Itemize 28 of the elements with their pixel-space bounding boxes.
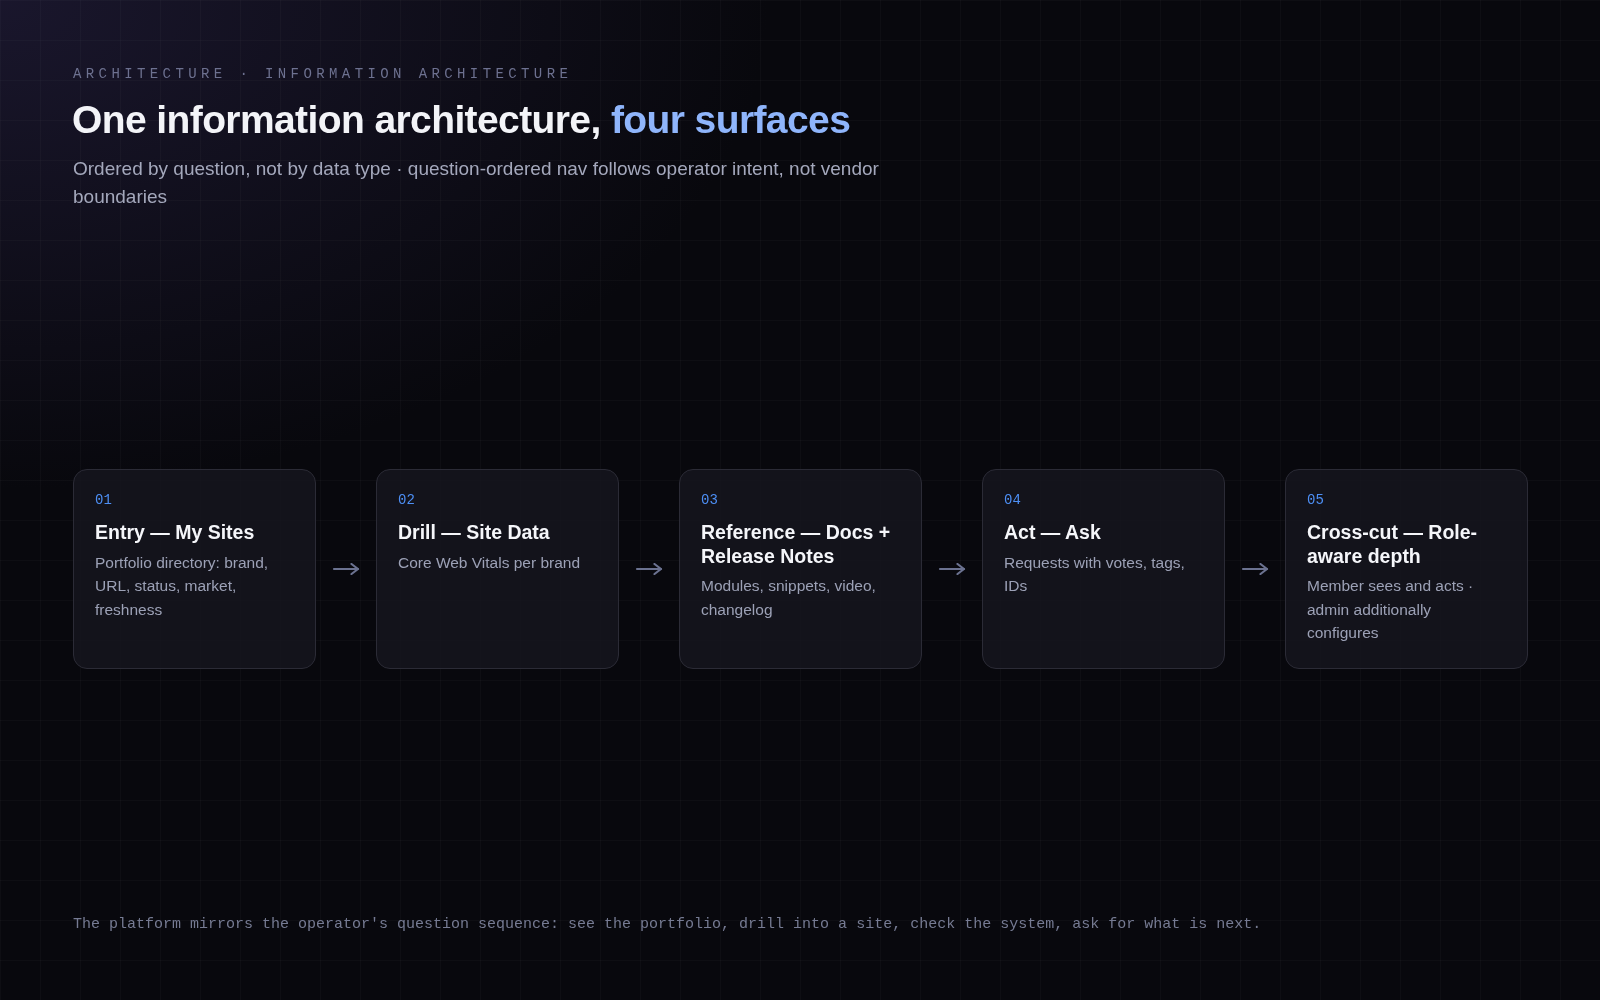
subtitle: Ordered by question, not by data type · question-ordered nav follows operator intent, not vendor boundaries [73, 157, 880, 209]
step-description: Requests with votes, tags, IDs [1004, 552, 1186, 596]
step-number: 03 [701, 491, 718, 509]
step-title: Entry — My Sites [95, 521, 256, 545]
diagram-title: One information architecture, four surfaces [72, 98, 851, 142]
step-description: Member sees and acts · admin additionally configures [1307, 576, 1475, 643]
step-title: Act — Ask [1004, 521, 1102, 545]
arrow [938, 562, 966, 576]
step-description: Portfolio directory: brand, URL, status, market, freshness [95, 552, 270, 620]
step-number: 01 [95, 491, 112, 509]
step-card [679, 469, 922, 669]
step-card [1285, 469, 1528, 669]
arrow [1241, 562, 1269, 576]
step-title: Reference — Docs + Release Notes [701, 521, 892, 568]
step-number: 04 [1004, 491, 1021, 509]
eyebrow-label: ARCHITECTURE · INFORMATION ARCHITECTURE [73, 65, 573, 83]
step-number: 05 [1307, 491, 1324, 509]
step-title: Cross-cut — Role-aware depth [1307, 521, 1479, 568]
arrow [332, 562, 360, 576]
step-description: Modules, snippets, video, changelog [701, 576, 877, 620]
footnote: The platform mirrors the operator's question sequence: see the portfolio, drill into a site, check the system, ask for what is next. [73, 915, 1262, 935]
step-card [982, 469, 1225, 669]
step-card [376, 469, 619, 669]
step-number: 02 [398, 491, 415, 509]
step-title: Drill — Site Data [398, 521, 551, 545]
step-card [73, 469, 316, 669]
arrow [635, 562, 663, 576]
step-description: Core Web Vitals per brand [398, 552, 582, 573]
